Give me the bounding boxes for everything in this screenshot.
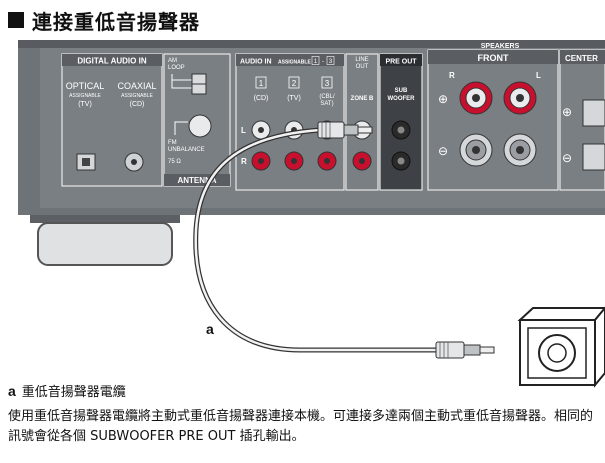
zone-b-label: ZONE B: [351, 96, 374, 102]
line-out-label-1: LINE: [355, 57, 368, 63]
sub-label: SUB: [395, 88, 408, 94]
left-channel-label: L: [241, 126, 246, 135]
section-heading: 連接重低音揚聲器: [8, 6, 200, 34]
pre-out-block: PRE OUT SUB WOOFER: [379, 53, 423, 191]
front-r-label: R: [449, 71, 455, 80]
panel-top-edge: [18, 40, 605, 48]
center-label: CENTER: [565, 54, 598, 63]
assignable-label: ASSIGNABLE: [278, 60, 311, 66]
loop-label: LOOP: [168, 65, 185, 71]
input-3-name-a: (CBL/: [319, 94, 335, 100]
optical-label: OPTICAL: [66, 81, 105, 91]
front-l-label: L: [536, 71, 541, 80]
input-3-number: 3: [325, 79, 330, 88]
antenna-label: ANTENNA: [177, 176, 216, 185]
input-3-name-b: SAT): [320, 101, 333, 107]
cable-label: a: [206, 321, 214, 337]
body-text: 使用重低音揚聲器電纜將主動式重低音揚聲器連接本機。可連接多達兩個主動式重低音揚聲…: [8, 409, 594, 444]
center-plus-icon: ⊕: [562, 105, 572, 119]
fm-jack[interactable]: [188, 114, 212, 138]
digital-audio-in-block: DIGITAL AUDIO IN OPTICAL ASSIGNABLE (TV)…: [61, 53, 163, 187]
coaxial-source: (CD): [130, 101, 145, 108]
woofer-label: WOOFER: [388, 96, 416, 102]
caption-text: 重低音揚聲器電纜: [21, 385, 126, 400]
range-end: 3: [329, 59, 333, 65]
fm-unbalance-label: UNBALANCE: [168, 147, 205, 153]
speakers-label: SPEAKERS: [481, 43, 520, 50]
optical-assignable: ASSIGNABLE: [69, 93, 101, 99]
center-plus-terminal[interactable]: [582, 99, 605, 127]
coaxial-assignable: ASSIGNABLE: [121, 93, 153, 99]
input-1-number: 1: [259, 79, 264, 88]
audio-in-label: AUDIO IN: [240, 59, 272, 66]
line-out-label-2: OUT: [356, 64, 369, 70]
fm-ohm-label: 75 Ω: [168, 159, 181, 165]
front-plus-icon: ⊕: [438, 92, 448, 106]
connection-diagram: DIGITAL AUDIO IN OPTICAL ASSIGNABLE (TV)…: [18, 40, 605, 388]
front-minus-icon: ⊖: [438, 144, 448, 158]
coaxial-label: COAXIAL: [117, 81, 156, 91]
range-dash: -: [322, 59, 324, 65]
subwoofer-icon: [517, 306, 605, 388]
caption-key: a: [8, 383, 16, 399]
front-label: FRONT: [478, 53, 509, 63]
am-terminal-2[interactable]: [191, 83, 207, 95]
input-2-name: (TV): [287, 95, 301, 102]
am-label: AM: [168, 58, 177, 64]
receiver-foot: [37, 222, 173, 266]
fm-label: FM: [168, 140, 177, 146]
heading-square-icon: [8, 12, 24, 28]
range-start: 1: [314, 59, 318, 65]
center-minus-terminal[interactable]: [582, 143, 605, 171]
am-terminal-1[interactable]: [191, 73, 207, 85]
heading-title: 連接重低音揚聲器: [32, 9, 200, 34]
cable-caption: a 重低音揚聲器電纜: [8, 381, 126, 400]
subwoofer-cable: a: [193, 121, 495, 359]
audio-in-block: AUDIO IN ASSIGNABLE 1 - 3 1 2 3 (CD) (TV…: [235, 53, 345, 191]
pre-out-label: PRE OUT: [385, 59, 417, 66]
speakers-block: SPEAKERS FRONT R L ⊕ ⊖ CENTER ⊕ ⊖: [427, 43, 605, 191]
digital-audio-in-label: DIGITAL AUDIO IN: [77, 57, 146, 66]
optical-source: (TV): [78, 101, 92, 108]
input-1-name: (CD): [254, 95, 269, 102]
antenna-block: AM LOOP FM UNBALANCE 75 Ω ANTENNA: [163, 53, 231, 187]
foot-ring: [30, 215, 180, 223]
right-channel-label: R: [241, 157, 247, 166]
input-2-number: 2: [292, 79, 297, 88]
center-minus-icon: ⊖: [562, 151, 572, 165]
